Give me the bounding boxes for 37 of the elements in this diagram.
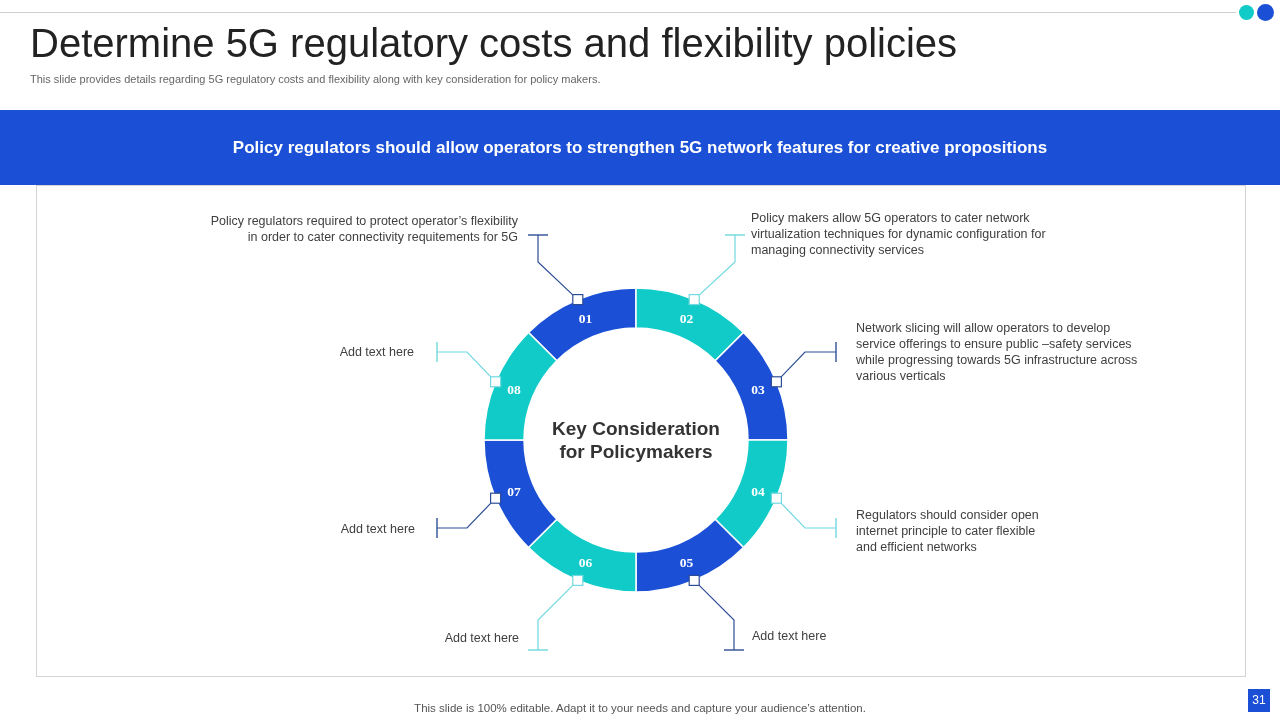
center-title: Key Consideration for Policymakers: [541, 417, 731, 463]
leader-line: [436, 492, 502, 539]
ring-segment: [636, 288, 744, 361]
footer-note: This slide is 100% editable. Adapt it to your needs and capture your audience’s attention.: [414, 701, 866, 715]
callout-text: Add text here: [339, 344, 414, 360]
leader-line: [527, 574, 584, 651]
segment-number: 02: [679, 310, 694, 326]
callout-text: Regulators should consider open internet principle to cater flexible and efficient networks: [856, 507, 1040, 555]
segment-number: 04: [751, 483, 765, 498]
callout-text: Add text here: [340, 521, 415, 537]
ring-segment: [636, 519, 744, 592]
ring-segment: [528, 288, 636, 361]
segment-number: 06: [578, 554, 593, 570]
leader-line: [688, 574, 745, 651]
callout-text: Policy regulators required to protect operator’s flexibility in order to cater connectivity requitements for 5G: [209, 213, 518, 245]
ring-segment: [528, 519, 636, 592]
subtitle: This slide provides details regarding 5G regulatory costs and flexibility along with key consideration for policy makers.: [30, 72, 601, 86]
ring-segment: [484, 440, 557, 548]
segment-number: 01: [578, 310, 593, 326]
callout-text: Network slicing will allow operators to develop service offerings to ensure public –safety services while progressing towards 5G infrastructure across various verticals: [856, 320, 1139, 384]
leader-line: [436, 341, 502, 388]
segment-number: 05: [679, 554, 694, 570]
callout-text: Add text here: [752, 628, 827, 644]
banner: [0, 110, 1280, 185]
segment-number: 08: [507, 382, 521, 397]
banner-title: Policy regulators should allow operators to strengthen 5G network features for creative propositions: [232, 136, 1048, 159]
ring-segment: [715, 440, 788, 548]
callout-text: Policy makers allow 5G operators to cater network virtualization techniques for dynamic configuration for managing connectivity services: [751, 210, 1047, 258]
leader-line: [688, 234, 746, 306]
page-number: 31: [1248, 689, 1270, 712]
leader-line: [770, 492, 837, 539]
segment-number: 03: [751, 382, 765, 397]
segment-number: 07: [507, 483, 521, 498]
slide-title: Determine 5G regulatory costs and flexibility policies: [30, 23, 958, 63]
leader-line: [770, 341, 837, 388]
callout-text: Add text here: [444, 630, 519, 646]
leader-line: [527, 234, 584, 306]
